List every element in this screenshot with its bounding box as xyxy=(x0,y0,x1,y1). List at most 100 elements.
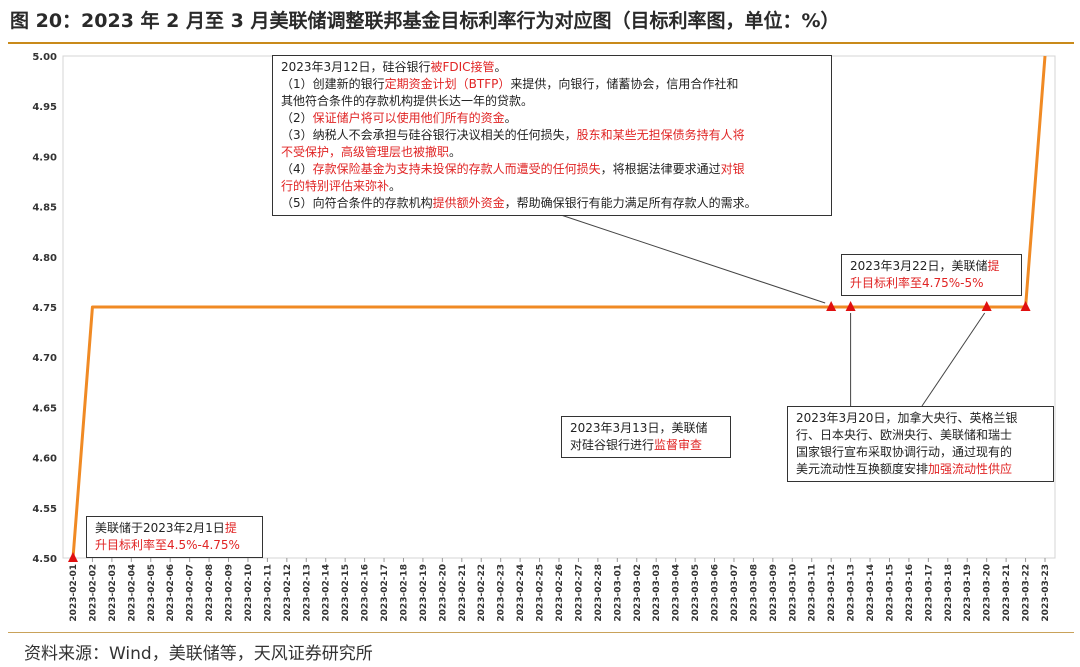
x-tick-label: 2023-02-11 xyxy=(263,564,273,622)
x-tick-label: 2023-03-08 xyxy=(749,564,759,622)
y-tick-label: 4.90 xyxy=(32,152,57,163)
x-tick-label: 2023-02-10 xyxy=(244,564,254,622)
annotation-line: 不受保护，高级管理层也被撤职。 xyxy=(281,144,823,161)
annotation-line: 行、日本央行、欧洲央行、美联储和瑞士 xyxy=(796,427,1045,444)
annotation-line: 2023年3月20日，加拿大央行、英格兰银 xyxy=(796,410,1045,427)
x-tick-label: 2023-03-15 xyxy=(885,564,895,622)
y-tick-label: 4.55 xyxy=(32,504,57,515)
x-tick-label: 2023-02-07 xyxy=(186,564,196,622)
highlight-text: 存款保险基金为支持未投保的存款人而遭受的任何损失 xyxy=(312,162,601,176)
y-tick-label: 4.75 xyxy=(32,303,57,314)
x-tick-label: 2023-03-07 xyxy=(730,564,740,622)
annotation-fed-hike-feb: 美联储于2023年2月1日提升目标利率至4.5%-4.75% xyxy=(86,516,263,558)
x-tick-label: 2023-02-05 xyxy=(147,564,157,622)
highlight-text: 提 xyxy=(987,259,1000,273)
annotation-text: （3）纳税人不会承担与硅谷银行决议相关的任何损失， xyxy=(281,128,577,142)
annotation-line: （5）向符合条件的存款机构提供额外资金，帮助确保银行有能力满足所有存款人的需求。 xyxy=(281,195,823,212)
y-tick-label: 4.60 xyxy=(32,454,57,465)
x-tick-label: 2023-02-06 xyxy=(166,564,176,622)
annotation-text: （5）向符合条件的存款机构 xyxy=(281,196,433,210)
y-tick-label: 4.85 xyxy=(32,203,57,214)
annotation-text: 2023年3月20日，加拿大央行、英格兰银 xyxy=(796,411,1018,425)
event-marker xyxy=(845,301,856,311)
x-tick-label: 2023-03-21 xyxy=(1002,564,1012,622)
highlight-text: 定期资金计划（BTFP） xyxy=(384,77,511,91)
annotation-line: 美联储于2023年2月1日提 xyxy=(95,520,254,537)
highlight-text: 不受保护，高级管理层也被撤职 xyxy=(281,145,450,159)
x-tick-label: 2023-02-09 xyxy=(225,564,235,622)
x-tick-label: 2023-02-14 xyxy=(322,564,332,622)
highlight-text: 股东和某些无担保债务持有人将 xyxy=(576,128,745,142)
annotation-text: （2） xyxy=(281,111,313,125)
leader-swap xyxy=(921,312,986,407)
source-note: 资料来源：Wind，美联储等，天风证券研究所 xyxy=(24,644,373,664)
y-tick-label: 4.50 xyxy=(32,554,57,565)
event-marker xyxy=(981,301,992,311)
x-tick-label: 2023-02-13 xyxy=(302,564,312,622)
page-title: 图 20：2023 年 2 月至 3 月美联储调整联邦基金目标利率行为对应图（目… xyxy=(10,10,840,32)
y-tick-label: 4.70 xyxy=(32,353,57,364)
event-marker xyxy=(826,301,837,311)
annotation-line: （3）纳税人不会承担与硅谷银行决议相关的任何损失，股东和某些无担保债务持有人将 xyxy=(281,127,823,144)
highlight-text: 监督审查 xyxy=(654,438,703,452)
x-tick-label: 2023-03-03 xyxy=(652,564,662,622)
annotation-text: 来提供，向银行，储蓄协会，信用合作社和 xyxy=(510,77,739,91)
footer-divider xyxy=(8,632,1074,633)
annotation-text: 美元流动性互换额度安排 xyxy=(796,462,929,476)
x-tick-label: 2023-02-26 xyxy=(555,564,565,622)
x-tick-label: 2023-02-12 xyxy=(283,564,293,622)
x-tick-label: 2023-02-03 xyxy=(108,564,118,622)
x-tick-label: 2023-03-16 xyxy=(905,564,915,622)
x-tick-label: 2023-02-19 xyxy=(419,564,429,622)
annotation-text: 。 xyxy=(449,145,462,159)
x-tick-label: 2023-03-02 xyxy=(633,564,643,622)
highlight-text: 被FDIC接管 xyxy=(430,60,495,74)
annotation-line: 升目标利率至4.75%-5% xyxy=(850,275,1013,292)
x-tick-label: 2023-02-23 xyxy=(497,564,507,622)
annotation-text: 。 xyxy=(389,179,402,193)
x-tick-label: 2023-03-19 xyxy=(963,564,973,622)
annotation-text: ，将根据法律要求通过 xyxy=(600,162,721,176)
x-tick-label: 2023-03-23 xyxy=(1041,564,1051,622)
x-tick-label: 2023-02-20 xyxy=(438,564,448,622)
annotation-text: 美联储于2023年2月1日 xyxy=(95,521,225,535)
rate-chart: 4.504.554.604.654.704.754.804.854.904.95… xyxy=(32,52,1056,622)
annotation-line: 2023年3月13日，美联储 xyxy=(570,420,722,437)
x-tick-label: 2023-02-22 xyxy=(477,564,487,622)
highlight-text: 升目标利率至4.5%-4.75% xyxy=(95,538,240,552)
x-tick-label: 2023-03-01 xyxy=(613,564,623,622)
x-tick-label: 2023-03-14 xyxy=(866,564,876,622)
x-tick-label: 2023-03-17 xyxy=(924,564,934,622)
leader-svb xyxy=(554,212,826,304)
x-tick-label: 2023-03-12 xyxy=(827,564,837,622)
annotation-fed-hike-march: 2023年3月22日，美联储提升目标利率至4.75%-5% xyxy=(841,254,1022,296)
x-tick-label: 2023-02-18 xyxy=(399,564,409,622)
x-tick-label: 2023-02-27 xyxy=(574,564,584,622)
x-tick-label: 2023-03-09 xyxy=(769,564,779,622)
annotation-text: 国家银行宣布采取协调行动，通过现有的 xyxy=(796,445,1013,459)
annotation-text: 对硅谷银行进行 xyxy=(570,438,655,452)
annotation-line: （2）保证储户将可以使用他们所有的资金。 xyxy=(281,110,823,127)
x-tick-label: 2023-03-18 xyxy=(944,564,954,622)
annotation-text: 行、日本央行、欧洲央行、美联储和瑞士 xyxy=(796,428,1013,442)
annotation-text: ，帮助确保银行有能力满足所有存款人的需求。 xyxy=(504,196,757,210)
event-marker xyxy=(1020,301,1031,311)
y-tick-label: 5.00 xyxy=(32,52,57,63)
x-tick-label: 2023-03-13 xyxy=(847,564,857,622)
x-tick-label: 2023-02-21 xyxy=(458,564,468,622)
y-tick-label: 4.95 xyxy=(32,102,57,113)
annotation-text: 。 xyxy=(494,60,507,74)
highlight-text: 提供额外资金 xyxy=(432,196,505,210)
annotation-line: （1）创建新的银行定期资金计划（BTFP）来提供，向银行，储蓄协会，信用合作社和 xyxy=(281,76,823,93)
highlight-text: 保证储户将可以使用他们所有的资金 xyxy=(312,111,505,125)
annotation-line: 对硅谷银行进行监督审查 xyxy=(570,437,722,454)
annotation-svb-takeover: 2023年3月12日，硅谷银行被FDIC接管。（1）创建新的银行定期资金计划（B… xyxy=(272,55,832,216)
event-marker xyxy=(68,552,78,562)
annotation-line: （4）存款保险基金为支持未投保的存款人而遭受的任何损失，将根据法律要求通过对银 xyxy=(281,161,823,178)
x-tick-label: 2023-02-24 xyxy=(516,564,526,622)
annotation-line: 美元流动性互换额度安排加强流动性供应 xyxy=(796,461,1045,478)
annotation-line: 其他符合条件的存款机构提供长达一年的贷款。 xyxy=(281,93,823,110)
annotation-line: 升目标利率至4.5%-4.75% xyxy=(95,537,254,554)
highlight-text: 提 xyxy=(224,521,237,535)
annotation-text: 。 xyxy=(504,111,517,125)
